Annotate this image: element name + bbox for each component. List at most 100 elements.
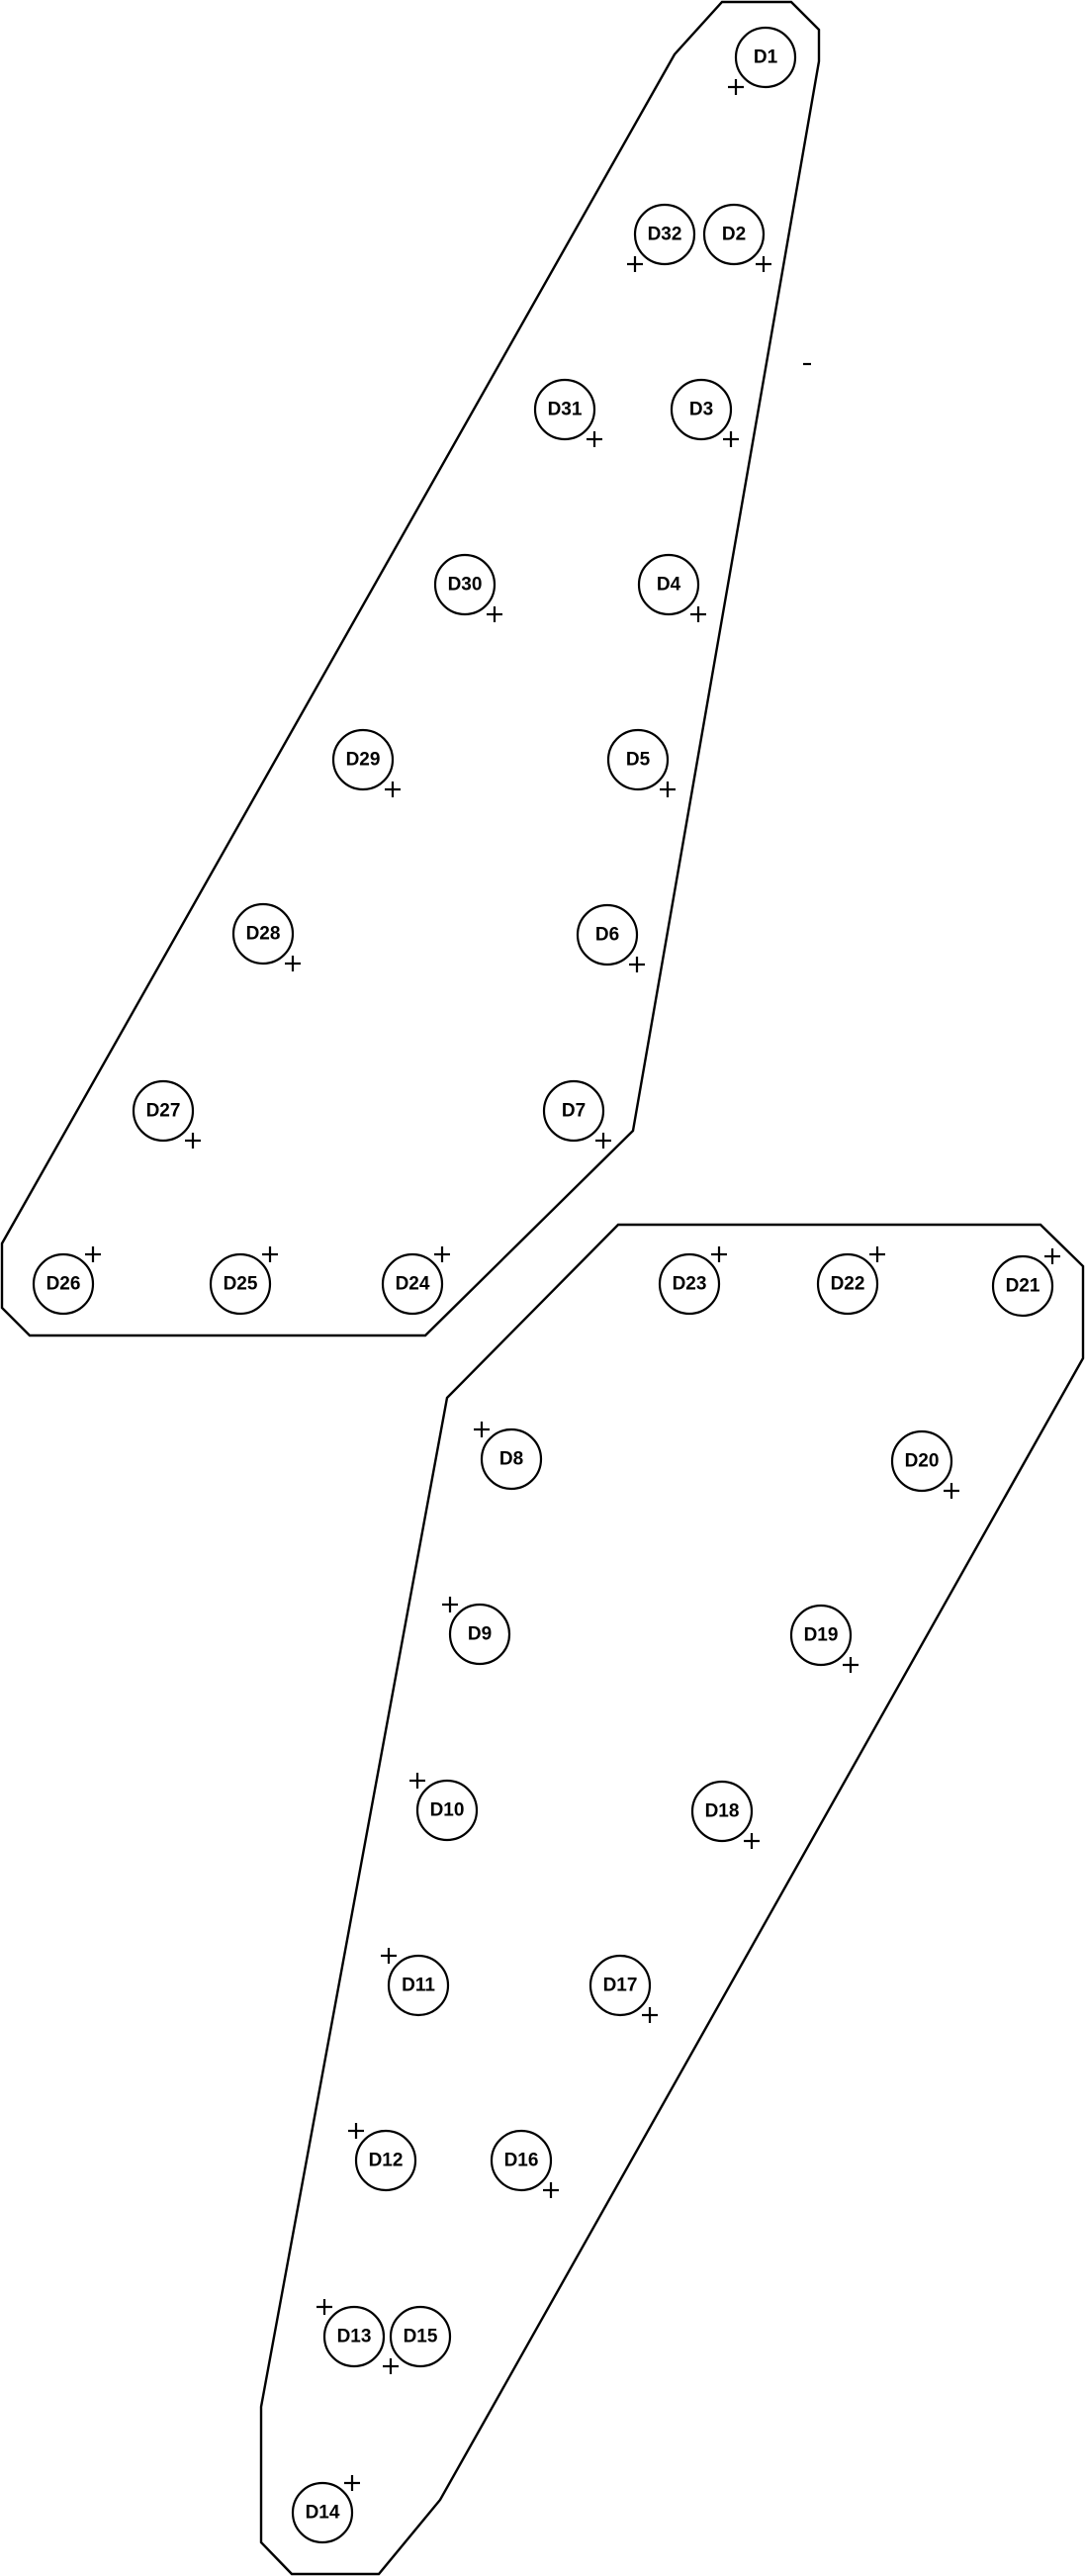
pad-circle bbox=[588, 1954, 652, 2017]
pad-d21: D21 bbox=[991, 1254, 1054, 1318]
pad-circle bbox=[415, 1779, 479, 1842]
pad-d10: D10 bbox=[415, 1779, 479, 1842]
polarity-plus-mark bbox=[262, 1246, 278, 1262]
pad-label: D19 bbox=[804, 1625, 839, 1646]
pad-label: D27 bbox=[146, 1101, 181, 1122]
pad-label: D5 bbox=[626, 750, 651, 771]
pad-circle bbox=[490, 2129, 553, 2192]
pad-d23: D23 bbox=[658, 1252, 721, 1316]
polarity-plus-mark bbox=[660, 782, 676, 797]
pad-label: D7 bbox=[562, 1101, 586, 1122]
pad-label: D26 bbox=[46, 1274, 81, 1295]
pad-label: D12 bbox=[369, 2151, 404, 2171]
pad-label: D25 bbox=[224, 1274, 258, 1295]
pad-d14: D14 bbox=[291, 2481, 354, 2544]
pad-circle bbox=[890, 1429, 953, 1493]
pad-label: D16 bbox=[504, 2151, 539, 2171]
pad-circle bbox=[331, 728, 395, 791]
polarity-plus-mark bbox=[642, 2007, 658, 2023]
pad-label: D29 bbox=[346, 750, 381, 771]
marks-layer bbox=[85, 79, 1060, 2491]
polarity-plus-mark bbox=[434, 1246, 450, 1262]
pad-circle bbox=[291, 2481, 354, 2544]
pad-circle bbox=[816, 1252, 879, 1316]
polarity-plus-mark bbox=[381, 1948, 397, 1964]
pad-label: D22 bbox=[831, 1274, 865, 1295]
pad-circle bbox=[480, 1427, 543, 1491]
pad-d8: D8 bbox=[480, 1427, 543, 1491]
pad-d15: D15 bbox=[389, 2305, 452, 2368]
pad-d31: D31 bbox=[533, 378, 596, 441]
pad-circle bbox=[231, 902, 295, 966]
pad-d17: D17 bbox=[588, 1954, 652, 2017]
pad-label: D8 bbox=[499, 1449, 523, 1470]
pad-d20: D20 bbox=[890, 1429, 953, 1493]
pad-label: D3 bbox=[689, 400, 713, 420]
polarity-plus-mark bbox=[843, 1657, 859, 1673]
polarity-plus-mark bbox=[595, 1133, 611, 1149]
pad-label: D14 bbox=[306, 2503, 340, 2524]
pad-d18: D18 bbox=[690, 1780, 754, 1843]
pad-circle bbox=[690, 1780, 754, 1843]
polarity-plus-mark bbox=[756, 256, 771, 272]
pad-label: D24 bbox=[396, 1274, 430, 1295]
polarity-plus-mark bbox=[383, 2358, 399, 2374]
polarity-plus-mark bbox=[1044, 1248, 1060, 1264]
pad-circle bbox=[658, 1252, 721, 1316]
polarity-plus-mark bbox=[723, 431, 739, 447]
polarity-plus-mark bbox=[442, 1597, 458, 1612]
polarity-plus-mark bbox=[185, 1133, 201, 1149]
pad-d22: D22 bbox=[816, 1252, 879, 1316]
polarity-plus-mark bbox=[385, 782, 401, 797]
pad-label: D15 bbox=[404, 2327, 438, 2347]
polarity-plus-mark bbox=[487, 606, 502, 622]
pad-label: D17 bbox=[603, 1976, 638, 1996]
pad-circle bbox=[702, 203, 766, 266]
pad-label: D4 bbox=[657, 575, 681, 596]
polarity-plus-mark bbox=[744, 1833, 760, 1849]
polarity-plus-mark bbox=[690, 606, 706, 622]
pad-circle bbox=[991, 1254, 1054, 1318]
pad-d7: D7 bbox=[542, 1079, 605, 1143]
pad-d13: D13 bbox=[322, 2305, 386, 2368]
pad-circle bbox=[387, 1954, 450, 2017]
pad-d24: D24 bbox=[381, 1252, 444, 1316]
pad-circle bbox=[322, 2305, 386, 2368]
pad-label: D10 bbox=[430, 1800, 465, 1821]
polarity-plus-mark bbox=[285, 956, 301, 971]
pad-circle bbox=[576, 903, 639, 966]
pad-circle bbox=[132, 1079, 195, 1143]
pad-label: D20 bbox=[905, 1451, 940, 1472]
pad-d11: D11 bbox=[387, 1954, 450, 2017]
pad-circle bbox=[633, 203, 696, 266]
polarity-plus-mark bbox=[711, 1246, 727, 1262]
pad-circle bbox=[670, 378, 733, 441]
pad-d30: D30 bbox=[433, 553, 497, 616]
pad-d12: D12 bbox=[354, 2129, 417, 2192]
pad-label: D30 bbox=[448, 575, 483, 596]
pad-d2: D2 bbox=[702, 203, 766, 266]
polarity-plus-mark bbox=[344, 2475, 360, 2491]
polarity-plus-mark bbox=[409, 1773, 425, 1789]
pad-d32: D32 bbox=[633, 203, 696, 266]
pad-d5: D5 bbox=[606, 728, 670, 791]
pad-d25: D25 bbox=[209, 1252, 272, 1316]
pad-label: D9 bbox=[468, 1624, 492, 1645]
pad-label: D13 bbox=[337, 2327, 372, 2347]
pad-circle bbox=[389, 2305, 452, 2368]
polarity-plus-mark bbox=[316, 2299, 332, 2315]
pad-circle bbox=[32, 1252, 95, 1316]
polarity-plus-mark bbox=[627, 256, 643, 272]
polarity-plus-mark bbox=[944, 1483, 959, 1499]
polarity-plus-mark bbox=[869, 1246, 885, 1262]
pad-d6: D6 bbox=[576, 903, 639, 966]
pad-circle bbox=[354, 2129, 417, 2192]
pad-circle bbox=[381, 1252, 444, 1316]
polarity-plus-mark bbox=[543, 2182, 559, 2198]
pad-d9: D9 bbox=[448, 1603, 511, 1666]
pad-label: D2 bbox=[722, 225, 746, 245]
pad-d1: D1 bbox=[734, 26, 797, 89]
pad-circle bbox=[533, 378, 596, 441]
